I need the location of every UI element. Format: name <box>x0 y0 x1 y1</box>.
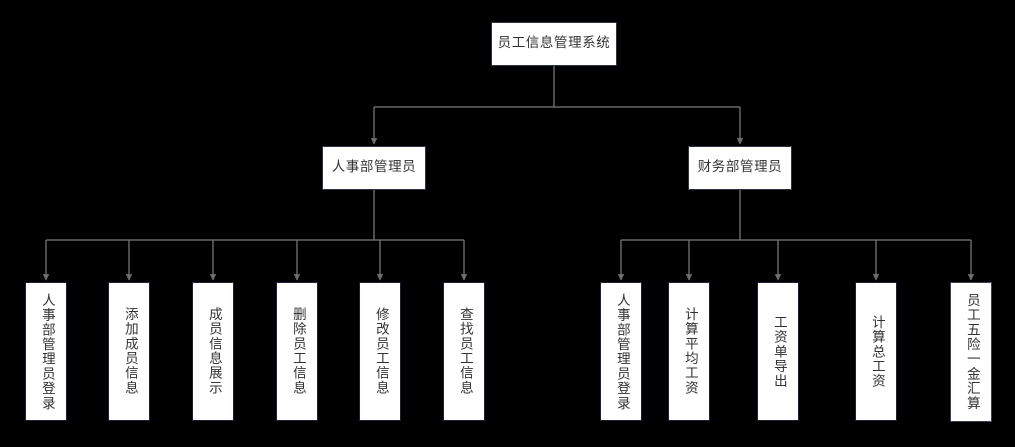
node-leaf-hr-login-label: 人事部管理员登录 <box>38 292 55 411</box>
node-leaf-fin-login-label: 人事部管理员登录 <box>613 292 630 411</box>
node-root[interactable]: 员工信息管理系统 <box>491 22 617 66</box>
node-leaf-delete-employee[interactable]: 删除员工信息 <box>276 282 318 421</box>
node-leaf-payslip-export[interactable]: 工资单导出 <box>757 282 799 421</box>
node-leaf-modify-employee[interactable]: 修改员工信息 <box>359 282 401 421</box>
node-leaf-total-salary[interactable]: 计算总工资 <box>855 282 897 421</box>
node-leaf-add-member[interactable]: 添加成员信息 <box>108 282 150 421</box>
node-branch-finance-label: 财务部管理员 <box>697 159 783 176</box>
node-leaf-average-salary-label: 计算平均工资 <box>681 307 698 396</box>
node-leaf-insurance-fund-label: 员工五险一金汇算 <box>963 293 980 411</box>
node-leaf-add-member-label: 添加成员信息 <box>121 307 138 396</box>
node-leaf-average-salary[interactable]: 计算平均工资 <box>668 282 710 421</box>
node-leaf-payslip-export-label: 工资单导出 <box>770 314 787 389</box>
node-leaf-search-employee[interactable]: 查找员工信息 <box>443 282 485 421</box>
node-leaf-show-member[interactable]: 成员信息展示 <box>192 282 234 421</box>
node-leaf-show-member-label: 成员信息展示 <box>205 307 222 396</box>
node-root-label: 员工信息管理系统 <box>497 35 611 52</box>
node-branch-finance[interactable]: 财务部管理员 <box>688 146 792 190</box>
node-leaf-total-salary-label: 计算总工资 <box>868 314 885 389</box>
node-leaf-delete-employee-label: 删除员工信息 <box>289 307 306 396</box>
node-branch-hr[interactable]: 人事部管理员 <box>322 146 426 190</box>
node-leaf-hr-login[interactable]: 人事部管理员登录 <box>25 282 67 421</box>
node-branch-hr-label: 人事部管理员 <box>331 159 417 176</box>
node-leaf-fin-login[interactable]: 人事部管理员登录 <box>600 282 642 421</box>
node-leaf-insurance-fund[interactable]: 员工五险一金汇算 <box>950 282 992 422</box>
node-leaf-search-employee-label: 查找员工信息 <box>456 307 473 396</box>
node-leaf-modify-employee-label: 修改员工信息 <box>372 307 389 396</box>
